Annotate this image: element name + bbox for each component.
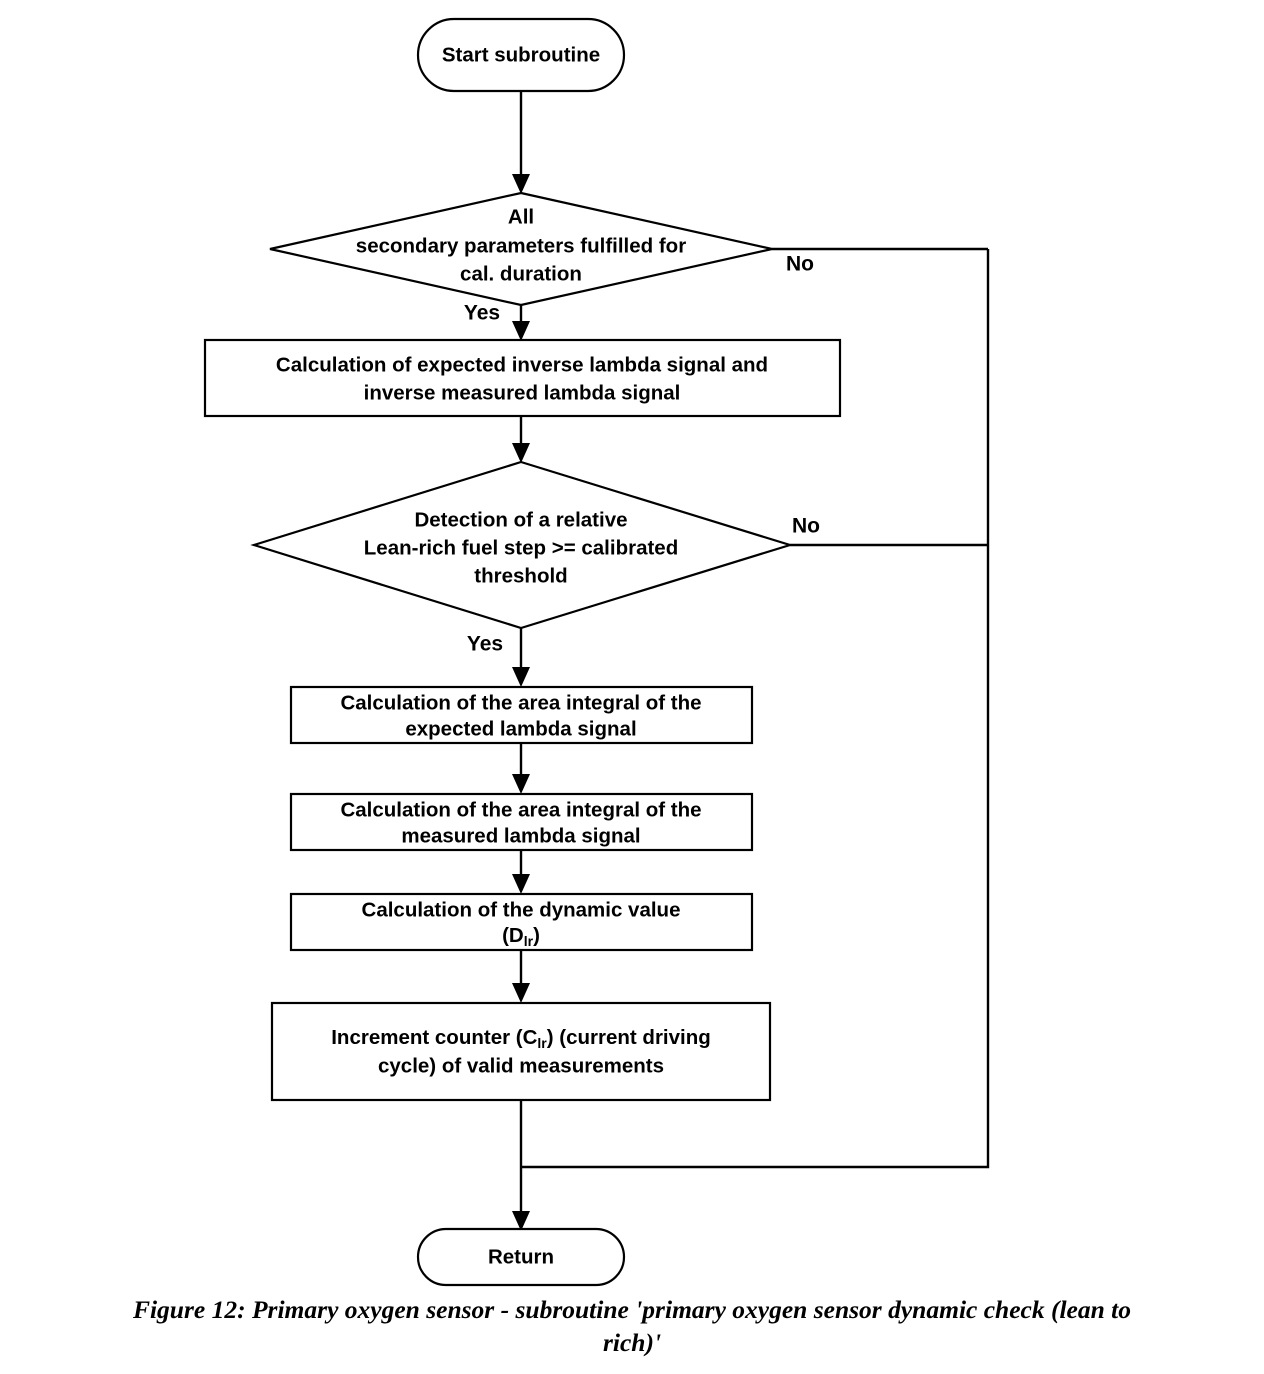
node-process-dynamic-value: Calculation of the dynamic value (Dlr) (289, 892, 754, 952)
dynamic-value-suffix: ) (533, 924, 540, 947)
figure-caption-line-2: rich)' (602, 1327, 662, 1357)
decision2-line-1: Detection of a relative (414, 508, 627, 531)
node-process-inverse-lambda: Calculation of expected inverse lambda s… (203, 338, 842, 418)
arrowhead-icon (512, 443, 530, 463)
counter-prefix: Increment counter (C (331, 1026, 537, 1049)
counter-suffix: ) (current driving (547, 1026, 711, 1049)
connector-decision1-yes: Yes (464, 302, 530, 341)
arrowhead-icon (512, 174, 530, 194)
process-measured-integral-line-2: measured lambda signal (401, 824, 640, 847)
connector-dynamic-to-counter (512, 950, 530, 1003)
arrowhead-icon (512, 774, 530, 794)
connector-process1-to-decision2 (512, 416, 530, 463)
no-branch-rail-line (521, 249, 990, 1169)
flowchart-diagram: Start subroutine All secondary parameter… (203, 17, 990, 1287)
arrowhead-icon (512, 667, 530, 687)
process-dynamic-value-line-1: Calculation of the dynamic value (362, 898, 681, 921)
process-increment-counter-line-2: cycle) of valid measurements (378, 1054, 664, 1077)
node-process-expected-integral: Calculation of the area integral of the … (289, 685, 754, 745)
process-measured-integral-line-1: Calculation of the area integral of the (340, 798, 701, 821)
process-inverse-lambda-line-2: inverse measured lambda signal (364, 381, 681, 404)
process-inverse-lambda-shape (203, 338, 842, 418)
arrowhead-icon (512, 1211, 530, 1231)
dynamic-value-prefix: (D (502, 924, 524, 947)
arrowhead-icon (512, 874, 530, 894)
process-inverse-lambda-line-1: Calculation of expected inverse lambda s… (276, 353, 768, 376)
counter-subscript: lr (537, 1035, 547, 1051)
process-increment-counter-line-1: Increment counter (Clr) (current driving (331, 1026, 711, 1050)
decision1-yes-label: Yes (464, 302, 500, 325)
process-increment-counter-shape (270, 1001, 772, 1102)
process-measured-integral-shape (289, 792, 754, 852)
decision2-line-2: Lean-rich fuel step >= calibrated (364, 536, 678, 559)
node-start: Start subroutine (416, 17, 626, 93)
figure-caption-line-1: Figure 12: Primary oxygen sensor - subro… (132, 1295, 1132, 1324)
connector-decision2-yes: Yes (467, 628, 530, 687)
connector-counter-to-return (512, 1100, 530, 1231)
connector-decision1-no: No (772, 247, 988, 276)
connector-decision2-no: No (790, 515, 988, 547)
arrowhead-icon (512, 983, 530, 1003)
connector-no-branch-rail (521, 249, 990, 1169)
figure-caption: Figure 12: Primary oxygen sensor - subro… (0, 1294, 1264, 1359)
decision2-line-3: threshold (474, 564, 567, 587)
process-expected-integral-shape (289, 685, 754, 745)
decision1-no-label: No (786, 253, 814, 276)
process-dynamic-value-line-2: (Dlr) (502, 924, 540, 948)
arrowhead-icon (512, 321, 530, 341)
start-label: Start subroutine (442, 43, 600, 66)
connector-start-to-decision1 (512, 91, 530, 194)
node-return: Return (416, 1227, 626, 1287)
connector-measured-to-dynamic (512, 850, 530, 894)
node-decision-secondary-params: All secondary parameters fulfilled for c… (269, 191, 773, 307)
decision1-line-2: secondary parameters fulfilled for (356, 234, 686, 257)
return-label: Return (488, 1245, 554, 1268)
node-decision-fuel-step: Detection of a relative Lean-rich fuel s… (250, 460, 794, 630)
process-dynamic-value-shape (289, 892, 754, 952)
process-expected-integral-line-1: Calculation of the area integral of the (340, 691, 701, 714)
process-expected-integral-line-2: expected lambda signal (405, 717, 636, 740)
decision1-line-3: cal. duration (460, 262, 582, 285)
decision1-line-1: All (508, 205, 534, 228)
node-process-measured-integral: Calculation of the area integral of the … (289, 792, 754, 852)
decision2-yes-label: Yes (467, 633, 503, 656)
decision2-no-label: No (792, 515, 820, 538)
return-terminator-shape (416, 1227, 626, 1287)
dynamic-value-subscript: lr (524, 933, 534, 949)
node-process-increment-counter: Increment counter (Clr) (current driving… (270, 1001, 772, 1102)
connector-expected-to-measured (512, 743, 530, 794)
